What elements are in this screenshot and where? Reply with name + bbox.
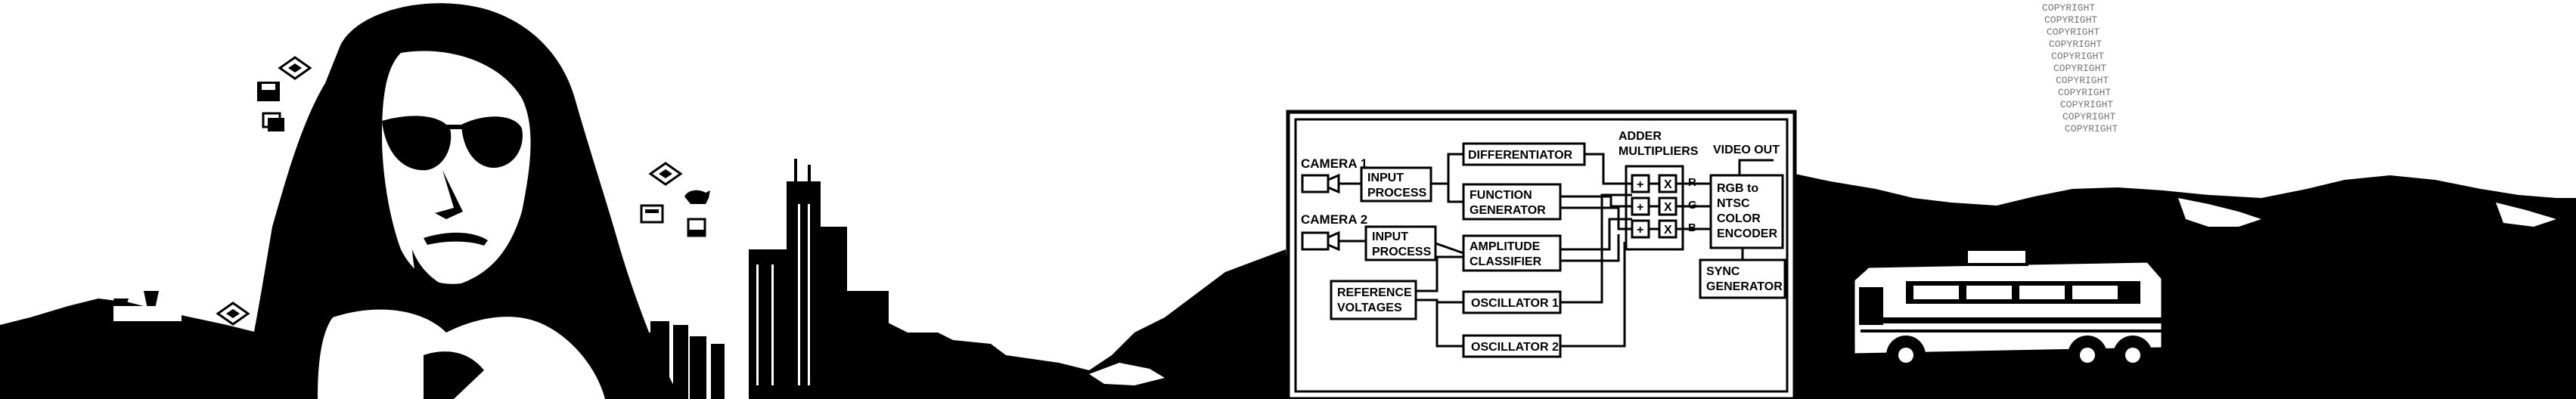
oscillator2-label: OSCILLATOR 2 xyxy=(1471,341,1559,354)
oscillator2-box xyxy=(1462,334,1562,358)
portrait-silhouette xyxy=(250,3,681,399)
block-diagram-panel: CAMERA 1 INPUT PROCESS CAMERA 2 INPUT PR… xyxy=(1286,110,1797,399)
svg-text:COPYRIGHT: COPYRIGHT xyxy=(2056,75,2109,86)
diagram-wires xyxy=(1339,153,1774,348)
mountain-snow-highlight xyxy=(2178,198,2556,227)
camera2-label: CAMERA 2 xyxy=(1301,212,1367,227)
encoder-line1: RGB to xyxy=(1717,182,1758,195)
svg-text:+: + xyxy=(1637,178,1643,191)
svg-text:COPYRIGHT: COPYRIGHT xyxy=(2044,14,2097,26)
road-foreground xyxy=(1795,363,2576,399)
copyright-watermark: COPYRIGHT COPYRIGHT COPYRIGHT COPYRIGHT … xyxy=(2042,2,2118,135)
differentiator-label: DIFFERENTIATOR xyxy=(1468,149,1573,162)
buffalo-icon xyxy=(684,190,710,204)
middle-ground-silhouette xyxy=(1006,249,1293,399)
sync-generator-line2: GENERATOR xyxy=(1706,280,1783,293)
lake-shore-highlight xyxy=(1089,363,1165,385)
adder-label: ADDER xyxy=(1619,130,1662,143)
city-skyline-silhouette xyxy=(628,159,1006,399)
reference-voltages-line1: REFERENCE xyxy=(1337,286,1412,299)
tv-monitor-icon xyxy=(640,204,664,224)
oscillator1-label: OSCILLATOR 1 xyxy=(1471,297,1559,310)
input-process-2-line2: PROCESS xyxy=(1372,246,1432,258)
encoder-box xyxy=(1709,174,1784,249)
svg-text:+: + xyxy=(1637,201,1643,214)
input-process-1-line2: PROCESS xyxy=(1367,187,1427,200)
svg-text:COPYRIGHT: COPYRIGHT xyxy=(2051,51,2104,62)
camera2-icon xyxy=(1301,230,1340,252)
input-process-2-line1: INPUT xyxy=(1372,230,1408,243)
svg-text:COPYRIGHT: COPYRIGHT xyxy=(2060,99,2113,110)
stacked-windows-icon xyxy=(262,112,284,131)
function-generator-box xyxy=(1462,183,1562,221)
reference-voltages-line2: VOLTAGES xyxy=(1337,302,1402,314)
sync-generator-line1: SYNC xyxy=(1706,265,1740,278)
svg-text:COPYRIGHT: COPYRIGHT xyxy=(2062,111,2115,122)
camera1-icon xyxy=(1301,173,1340,194)
multipliers-label: MULTIPLIERS xyxy=(1619,145,1699,158)
function-generator-line2: GENERATOR xyxy=(1470,204,1546,217)
input-process-1-box xyxy=(1360,166,1432,203)
svg-text:COPYRIGHT: COPYRIGHT xyxy=(2053,63,2106,74)
svg-text:X: X xyxy=(1664,224,1672,237)
input-process-1-line1: INPUT xyxy=(1367,172,1404,184)
svg-text:X: X xyxy=(1664,178,1672,191)
svg-text:+: + xyxy=(1637,224,1643,237)
svg-text:X: X xyxy=(1664,201,1672,214)
diamond-icon xyxy=(278,56,312,80)
adder-row-r: + X xyxy=(1631,174,1678,193)
encoder-line2: NTSC xyxy=(1717,197,1750,210)
amplitude-classifier-line2: CLASSIFIER xyxy=(1470,255,1542,268)
motorhome-bus xyxy=(1851,248,2165,375)
svg-text:COPYRIGHT: COPYRIGHT xyxy=(2049,39,2102,50)
reference-voltages-box xyxy=(1330,280,1417,320)
diamond-icon xyxy=(216,302,250,326)
video-out-label: VIDEO OUT xyxy=(1713,144,1780,156)
amplitude-classifier-line1: AMPLITUDE xyxy=(1470,240,1541,253)
skyline-windows xyxy=(756,204,810,385)
diamond-icon xyxy=(648,162,683,186)
function-generator-line1: FUNCTION xyxy=(1470,189,1532,202)
svg-text:COPYRIGHT: COPYRIGHT xyxy=(2065,123,2118,135)
encoder-line4: ENCODER xyxy=(1717,227,1777,240)
svg-text:COPYRIGHT: COPYRIGHT xyxy=(2042,2,2095,14)
computer-icon xyxy=(687,218,706,237)
encoder-line3: COLOR xyxy=(1717,212,1761,225)
svg-text:COPYRIGHT: COPYRIGHT xyxy=(2047,26,2100,38)
sync-generator-box xyxy=(1699,258,1786,299)
floppy-disk-icon xyxy=(257,82,280,101)
camera1-label: CAMERA 1 xyxy=(1301,156,1367,171)
ship-sail-highlight xyxy=(113,306,182,321)
svg-text:COPYRIGHT: COPYRIGHT xyxy=(2058,87,2111,98)
